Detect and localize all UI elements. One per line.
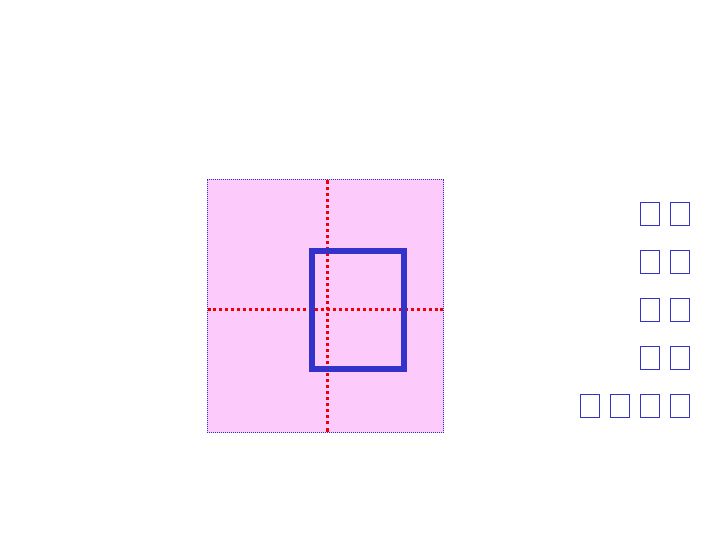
missing-glyph-box xyxy=(640,346,660,370)
missing-glyph-box xyxy=(640,298,660,322)
missing-glyph-box xyxy=(640,202,660,226)
missing-glyph-box xyxy=(670,202,690,226)
selection-frame[interactable] xyxy=(309,248,407,372)
glyph-row xyxy=(560,296,690,324)
vertical-guide-line xyxy=(326,180,329,432)
glyph-row xyxy=(560,392,690,420)
missing-glyph-box xyxy=(580,394,600,418)
glyph-row xyxy=(560,248,690,276)
missing-glyph-box xyxy=(640,394,660,418)
shaded-region xyxy=(207,179,444,433)
missing-glyph-box xyxy=(670,346,690,370)
missing-glyph-box xyxy=(640,250,660,274)
glyph-row xyxy=(560,200,690,228)
missing-glyph-box xyxy=(670,298,690,322)
glyph-column xyxy=(560,200,690,440)
missing-glyph-box xyxy=(610,394,630,418)
missing-glyph-box xyxy=(670,250,690,274)
missing-glyph-box xyxy=(670,394,690,418)
glyph-row xyxy=(560,344,690,372)
horizontal-guide-line xyxy=(208,308,443,311)
